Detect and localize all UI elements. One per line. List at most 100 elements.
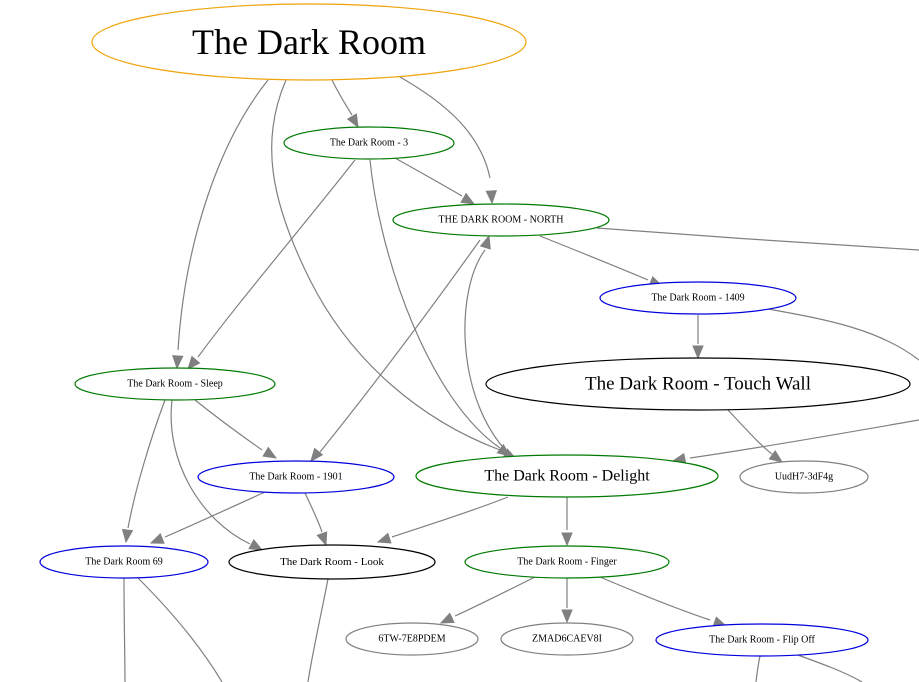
node-the-dark-room-delight[interactable]: The Dark Room - Delight <box>415 454 719 498</box>
edge-line <box>599 576 711 621</box>
edge-line <box>319 239 481 453</box>
edge-line <box>137 577 223 682</box>
arrowhead <box>768 449 784 463</box>
edge-3-to-delight <box>369 159 512 457</box>
edge-finger-to-6tw <box>439 576 536 624</box>
node-the-dark-room-1409[interactable]: The Dark Room - 1409 <box>599 281 797 315</box>
node-uudh7-3df4g[interactable]: UudH7-3dF4g <box>739 460 869 494</box>
node-label: The Dark Room - Look <box>280 556 384 568</box>
node-the-dark-room-finger[interactable]: The Dark Room - Finger <box>464 545 670 579</box>
edge-line <box>399 76 491 179</box>
edge-root-to-3 <box>331 79 359 129</box>
node-the-dark-room-69[interactable]: The Dark Room 69 <box>39 545 209 579</box>
edge-line <box>331 79 353 116</box>
edge-line <box>164 491 266 538</box>
node-label: The Dark Room - Sleep <box>127 379 223 390</box>
arrowhead <box>439 612 455 624</box>
edge-line <box>177 79 269 351</box>
edge-sleep-to-1901 <box>194 399 278 459</box>
node-label: The Dark Room - 3 <box>330 138 408 149</box>
edge-delight-to-finger <box>561 497 573 547</box>
edge-line <box>194 399 263 451</box>
arrowhead <box>460 192 476 205</box>
edge-69-to-offscreen-b <box>137 577 223 682</box>
edge-line <box>454 576 536 617</box>
edge-line <box>689 419 919 459</box>
edge-69-to-offscreen-a <box>123 577 126 682</box>
node-label: The Dark Room <box>192 22 426 62</box>
node-the-dark-room-flip-off[interactable]: The Dark Room - Flip Off <box>655 623 869 657</box>
arrowhead <box>496 443 512 457</box>
node-the-dark-room-touch-wall[interactable]: The Dark Room - Touch Wall <box>485 357 911 411</box>
arrowhead <box>485 190 498 205</box>
node-label: The Dark Room - Flip Off <box>709 635 815 646</box>
edge-line <box>197 159 356 358</box>
arrowhead <box>346 113 359 129</box>
edge-line <box>307 578 329 682</box>
edge-line <box>123 577 126 682</box>
edge-line <box>464 249 511 456</box>
node-label: The Dark Room - 1409 <box>651 293 744 304</box>
edge-line <box>127 399 166 529</box>
edge-look-to-offscreen <box>307 578 329 682</box>
node-the-dark-room-3[interactable]: The Dark Room - 3 <box>283 126 455 160</box>
node-the-dark-room[interactable]: The Dark Room <box>91 3 527 81</box>
node-label: UudH7-3dF4g <box>775 472 833 483</box>
edge-line <box>304 492 323 533</box>
node-zmad6caev8i[interactable]: ZMAD6CAEV8I <box>500 622 634 656</box>
edge-3-to-sleep <box>187 159 356 370</box>
arrowhead <box>187 355 201 370</box>
arrowhead <box>479 234 491 250</box>
node-the-dark-room-north[interactable]: THE DARK ROOM - NORTH <box>392 203 610 237</box>
edge-sleep-to-look <box>170 399 264 551</box>
arrowhead <box>149 533 165 544</box>
node-label: The Dark Room - 1901 <box>249 472 342 483</box>
node-the-dark-room-1901[interactable]: The Dark Room - 1901 <box>197 460 395 494</box>
edge-flipoff-to-offscreen-b <box>794 653 863 682</box>
edge-line <box>596 227 919 251</box>
arrowhead <box>376 532 392 544</box>
node-label: ZMAD6CAEV8I <box>532 634 602 645</box>
arrowhead <box>561 609 573 624</box>
edge-1901-to-look <box>304 492 328 547</box>
edge-line <box>727 409 773 455</box>
edge-1901-to-69 <box>149 491 266 544</box>
edge-north-to-1409 <box>539 235 664 287</box>
edge-1409-to-offscreen <box>767 308 919 361</box>
edge-touchwall-to-udh <box>727 409 784 463</box>
edge-line <box>755 655 761 682</box>
arrowhead <box>692 345 704 360</box>
arrowhead <box>561 532 573 547</box>
edge-line <box>539 235 649 281</box>
nodes-layer: The Dark Room The Dark Room - 3 THE DARK… <box>39 3 911 657</box>
edge-line <box>391 496 509 538</box>
arrowhead <box>316 531 328 547</box>
edge-3-to-north <box>394 157 476 205</box>
arrowhead <box>310 447 324 463</box>
edge-line <box>794 653 863 682</box>
edge-root-to-north <box>399 76 498 205</box>
edge-delight-to-north <box>464 234 511 456</box>
edge-line <box>767 308 919 361</box>
arrowhead <box>248 539 264 551</box>
edge-1409-to-touchwall <box>692 315 704 360</box>
arrowhead <box>172 355 184 370</box>
edge-line <box>394 157 463 197</box>
arrowhead <box>262 446 278 459</box>
edge-finger-to-flipoff <box>599 576 728 628</box>
edge-line <box>170 399 251 545</box>
edge-flipoff-to-offscreen-a <box>755 655 761 682</box>
edge-delight-to-look <box>376 496 509 544</box>
node-label: 6TW-7E8PDEM <box>378 634 445 645</box>
node-the-dark-room-sleep[interactable]: The Dark Room - Sleep <box>74 367 276 401</box>
edge-north-to-1901 <box>310 239 481 463</box>
node-label: The Dark Room - Finger <box>517 557 617 568</box>
node-6tw-7e8pdem[interactable]: 6TW-7E8PDEM <box>345 622 479 656</box>
node-label: The Dark Room 69 <box>85 557 163 568</box>
edge-line <box>369 159 501 449</box>
node-the-dark-room-look[interactable]: The Dark Room - Look <box>228 544 436 580</box>
edge-finger-to-zmad <box>561 578 573 624</box>
edge-line <box>271 79 501 451</box>
arrowhead <box>121 528 134 544</box>
